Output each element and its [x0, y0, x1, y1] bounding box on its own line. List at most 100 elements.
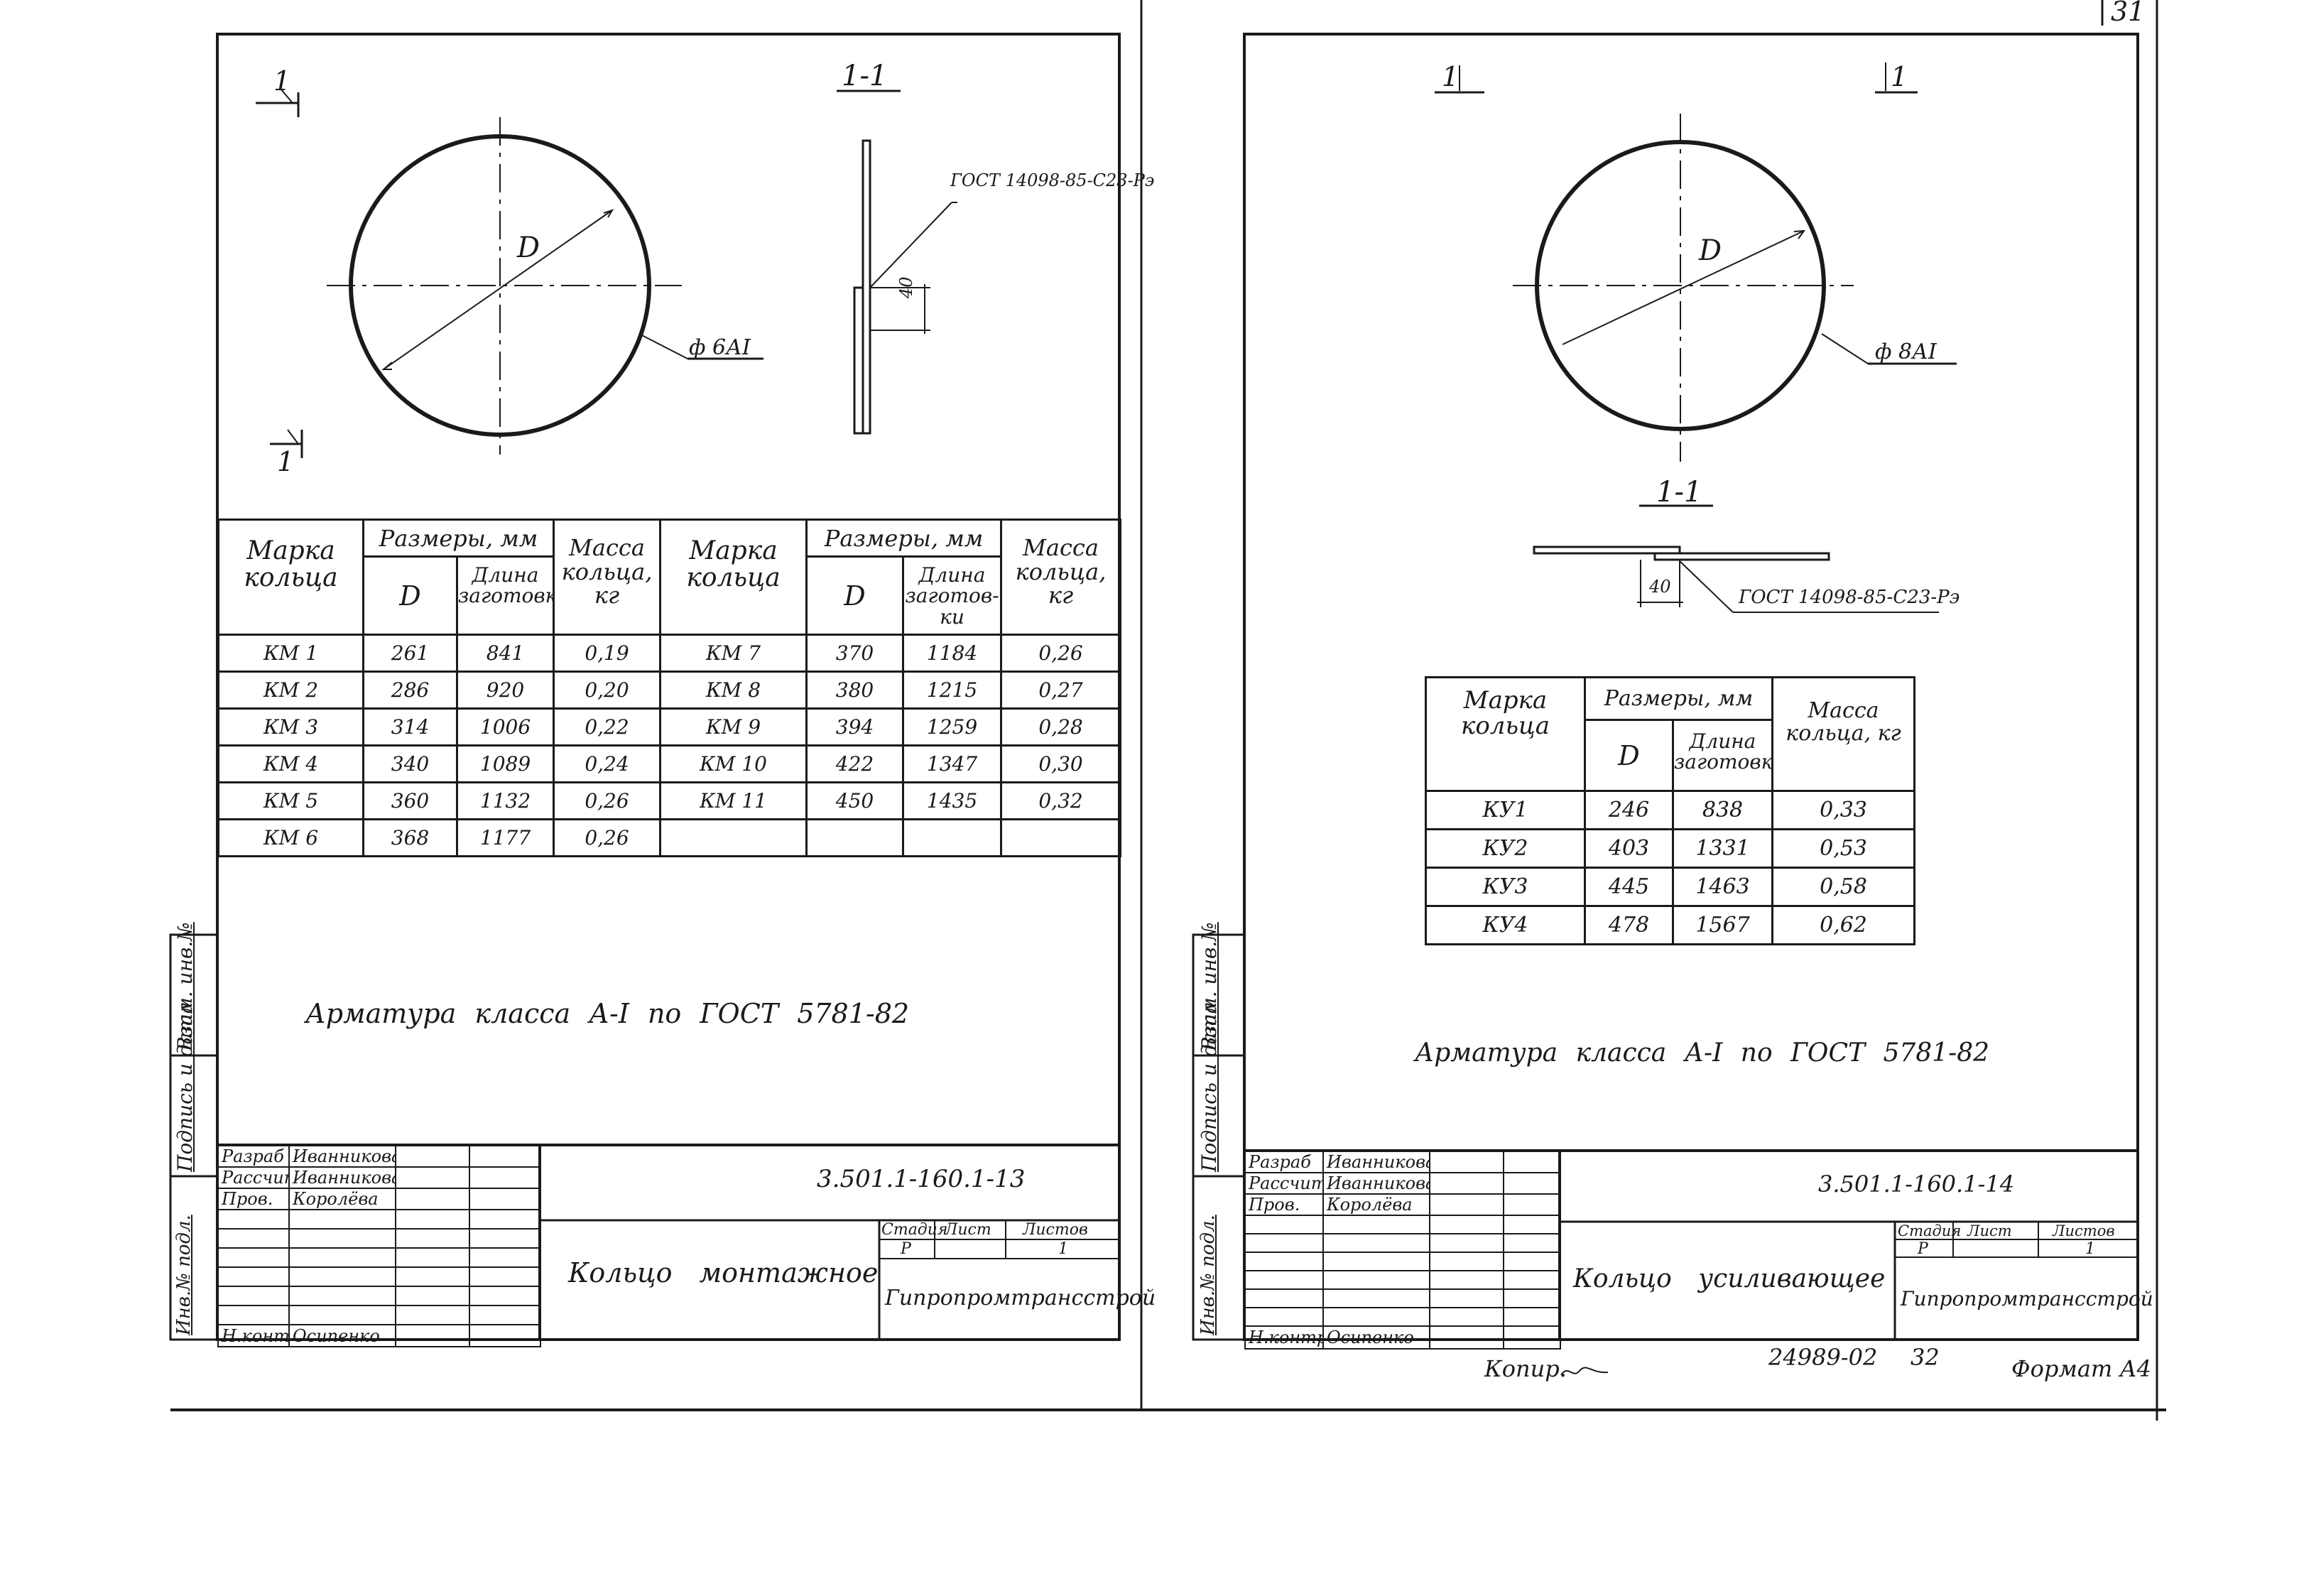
cell-mass: 0,20: [553, 671, 662, 710]
cell-length: 1331: [1672, 828, 1773, 869]
cell-d: 340: [362, 744, 458, 783]
cell-d: [805, 818, 905, 857]
cell-mark: КМ 11: [659, 781, 808, 820]
col-header-length-2: Длина заготов-ки: [902, 555, 1003, 636]
cell-length: 1089: [455, 744, 555, 783]
cell-d: 394: [805, 707, 905, 747]
cell-mark: КМ 1: [217, 634, 364, 673]
col-header-sizes-2: Размеры, мм: [805, 519, 1003, 558]
page-number: 31: [2111, 0, 2146, 27]
cell-mark: КМ 3: [217, 707, 364, 747]
left-weld-length: 40: [896, 276, 916, 298]
left-gost-label: ГОСТ 14098-85-С23-Рэ: [950, 170, 1155, 190]
left-section-mark-top: 1: [273, 65, 291, 97]
name: Иванникова: [1322, 1151, 1430, 1173]
right-org: Гипропромтрансстрой: [1901, 1287, 2153, 1310]
right-sheet-header: Лист: [1967, 1222, 2012, 1239]
cell-length: 1463: [1672, 867, 1773, 907]
left-rod-label: ф 6АI: [689, 335, 751, 360]
cell-mark: КУ3: [1425, 867, 1586, 907]
name: Иванникова: [288, 1145, 396, 1168]
cell-mark: КМ 5: [217, 781, 364, 820]
table-row: КМ 6 368 1177 0,26: [217, 818, 1122, 857]
name: Королёва: [288, 1188, 396, 1210]
cell-length: 1006: [455, 707, 555, 747]
cell-mark: КМ 4: [217, 744, 364, 783]
cell-mark: КМ 9: [659, 707, 808, 747]
right-strip-sign: Подпись и дата: [1197, 1001, 1221, 1172]
left-section-title: 1-1: [842, 60, 888, 92]
right-weld-length: 40: [1649, 577, 1671, 597]
role: Н.контр: [217, 1324, 290, 1347]
cell-length: 1347: [902, 744, 1003, 783]
left-note: Арматура класса А-I по ГОСТ 5781-82: [305, 998, 910, 1029]
col-header-sizes: Размеры, мм: [1584, 676, 1773, 721]
left-dim-label: D: [517, 232, 540, 264]
cell-d: 370: [805, 634, 905, 673]
table-row: КМ 2 286 920 0,20 КМ 8 380 1215 0,27: [217, 671, 1122, 710]
cell-length: 841: [455, 634, 555, 673]
cell-mass: 0,33: [1771, 790, 1915, 830]
left-sheets: 1: [1058, 1240, 1068, 1258]
cell-mass: 0,22: [553, 707, 662, 747]
cell-length: 1132: [455, 781, 555, 820]
right-dim-label: D: [1699, 234, 1722, 267]
right-doc-name: Кольцо усиливающее: [1573, 1264, 1886, 1293]
role: Пров.: [1244, 1193, 1324, 1216]
cell-mass: 0,26: [553, 781, 662, 820]
left-sheet-header: Лист: [945, 1221, 991, 1239]
right-note: Арматура класса А-I по ГОСТ 5781-82: [1415, 1038, 1990, 1068]
right-gost-label: ГОСТ 14098-85-С23-Рэ: [1739, 587, 1960, 608]
table-row: КУ2 403 1331 0,53: [1425, 828, 1915, 869]
name: Иванникова: [288, 1166, 396, 1189]
col-header-sizes: Размеры, мм: [362, 519, 555, 558]
cell-mark: КМ 6: [217, 818, 364, 857]
cell-mass: 0,30: [1000, 744, 1122, 783]
left-org: Гипропромтрансстрой: [885, 1286, 1156, 1310]
cell-d: 478: [1584, 905, 1674, 945]
cell-mark: КУ1: [1425, 790, 1586, 830]
table-row: КМ 5 360 1132 0,26 КМ 11 450 1435 0,32: [217, 781, 1122, 820]
cell-mass: 0,27: [1000, 671, 1122, 710]
role: Разраб: [1244, 1151, 1324, 1173]
cell-mark: КМ 8: [659, 671, 808, 710]
right-section-title: 1-1: [1656, 476, 1702, 509]
col-header-d: D: [1584, 719, 1674, 792]
role: Рассчит: [1244, 1172, 1324, 1195]
right-doc-code: 3.501.1-160.1-14: [1818, 1171, 2015, 1198]
cell-mass: 0,62: [1771, 905, 1915, 945]
cell-mass: [1000, 818, 1122, 857]
cell-length: 1259: [902, 707, 1003, 747]
left-sheets-header: Листов: [1023, 1221, 1088, 1239]
name: Осипенко: [1322, 1325, 1430, 1350]
right-section-mark-right: 1: [1891, 61, 1908, 92]
role: Рассчит: [217, 1166, 290, 1189]
cell-mark: [659, 818, 808, 857]
name: Королёва: [1322, 1193, 1430, 1216]
left-strip-sign: Подпись и дата: [173, 1001, 197, 1172]
left-doc-name: Кольцо монтажное: [568, 1257, 879, 1288]
cell-mass: 0,28: [1000, 707, 1122, 747]
table-row: КМ 3 314 1006 0,22 КМ 9 394 1259 0,28: [217, 707, 1122, 747]
cell-d: 380: [805, 671, 905, 710]
cell-length: 838: [1672, 790, 1773, 830]
col-header-mass: Масса кольца, кг: [1771, 676, 1915, 792]
col-header-mark-2: Марка кольца: [659, 519, 808, 636]
cell-mass: 0,19: [553, 634, 662, 673]
role: Н.контр: [1244, 1325, 1324, 1350]
left-doc-code: 3.501.1-160.1-13: [817, 1165, 1026, 1193]
cell-mass: 0,58: [1771, 867, 1915, 907]
table-row: КУ1 246 838 0,33: [1425, 790, 1915, 830]
cell-d: 403: [1584, 828, 1674, 869]
cell-length: 920: [455, 671, 555, 710]
cell-mass: 0,32: [1000, 781, 1122, 820]
order-number: 24989-02: [1768, 1344, 1878, 1371]
table-row: КМ 1 261 841 0,19 КМ 7 370 1184 0,26: [217, 634, 1122, 673]
cell-mark: КМ 7: [659, 634, 808, 673]
cell-d: 314: [362, 707, 458, 747]
col-header-mass: Масса кольца, кг: [553, 519, 662, 636]
col-header-length: Длина заготовки: [455, 555, 555, 636]
cell-mark: КМ 2: [217, 671, 364, 710]
cell-d: 450: [805, 781, 905, 820]
